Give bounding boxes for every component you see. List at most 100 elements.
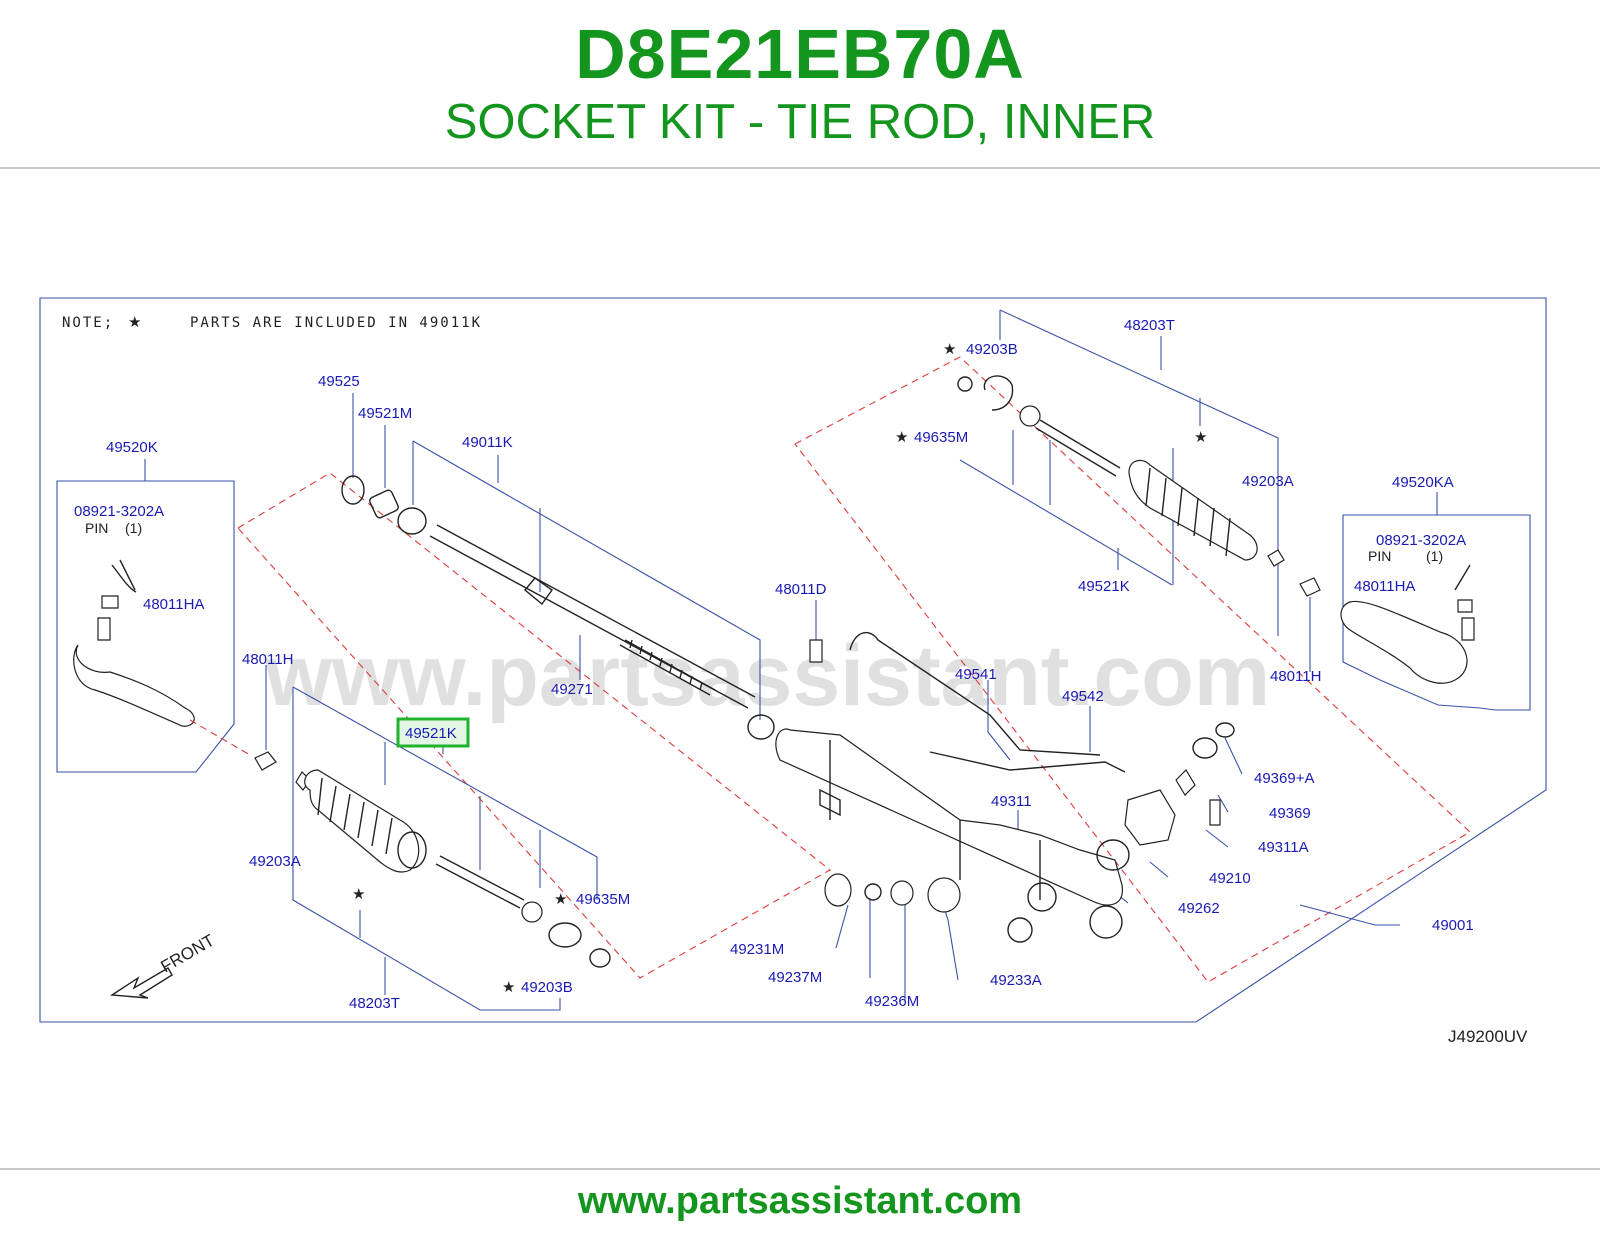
- boot-folds: [317, 777, 393, 855]
- callout-48011ha-right[interactable]: 48011HA: [1354, 578, 1415, 595]
- nut-48011h-right: [1299, 577, 1321, 597]
- callout-49521k-right[interactable]: 49521K: [1078, 578, 1130, 595]
- boot-left: [304, 769, 420, 873]
- callout-48011ha-left[interactable]: 48011HA: [143, 596, 204, 613]
- callout-49001[interactable]: 49001: [1432, 917, 1474, 934]
- rack-collar: [524, 577, 553, 606]
- front-label: FRONT: [158, 931, 218, 977]
- callout-49635m-left[interactable]: 49635M: [576, 891, 630, 908]
- callout-49520k[interactable]: 49520K: [106, 439, 158, 456]
- cotter-pin: [119, 559, 136, 591]
- front-arrow-icon: [109, 967, 173, 999]
- callout-49011k[interactable]: 49011K: [462, 434, 513, 451]
- callout-49237m[interactable]: 49237M: [768, 969, 822, 986]
- note-text: PARTS ARE INCLUDED IN 49011K: [190, 315, 482, 331]
- callout-49203b-left[interactable]: 49203B: [521, 979, 573, 996]
- bolt-49311a: [1209, 799, 1221, 826]
- callout-49203a-right[interactable]: 49203A: [1242, 473, 1294, 490]
- gear-housing-49311: [775, 728, 1123, 906]
- callout-49521m[interactable]: 49521M: [358, 405, 412, 422]
- locknut-49233a: [927, 877, 961, 913]
- washer-49203b-left: [589, 948, 611, 968]
- callout-49521k-left[interactable]: 49521K: [405, 725, 457, 742]
- boot-right: [1128, 459, 1258, 561]
- dashed-axis: [189, 719, 251, 756]
- callout-49541[interactable]: 49541: [955, 666, 997, 683]
- housing-port: [1007, 917, 1033, 943]
- note-star: ★: [128, 314, 141, 331]
- seal-ring: [747, 714, 775, 740]
- lock-washer-49635m-right: [983, 375, 1014, 411]
- valve-stem: [1175, 769, 1196, 796]
- callout-49203a-left[interactable]: 49203A: [249, 853, 301, 870]
- cotter-pin-loop: [111, 564, 137, 593]
- callout-49311[interactable]: 49311: [991, 793, 1032, 810]
- callout-49271[interactable]: 49271: [551, 681, 593, 698]
- footer-divider: [0, 1168, 1600, 1170]
- inner-tie-rod-right: [1035, 419, 1121, 477]
- callout-48203t-left[interactable]: 48203T: [349, 995, 400, 1012]
- callout-49525[interactable]: 49525: [318, 373, 360, 390]
- callout-49203b-right[interactable]: 49203B: [966, 341, 1018, 358]
- o-ring-49262: [1096, 839, 1130, 871]
- pipe-49542: [929, 751, 1126, 773]
- rack-teeth: [619, 639, 716, 696]
- bolt-48011d: [809, 639, 823, 663]
- callout-49542[interactable]: 49542: [1062, 688, 1104, 705]
- callout-49369a[interactable]: 49369+A: [1254, 770, 1314, 787]
- diagram-code: J49200UV: [1448, 1027, 1528, 1046]
- kit-outline-right: [794, 356, 1471, 983]
- footer-url[interactable]: www.partsassistant.com: [577, 1180, 1023, 1222]
- seal-49369a: [1215, 722, 1235, 738]
- nut-48011ha: [101, 595, 119, 609]
- note-prefix: NOTE;: [62, 315, 114, 331]
- pin-label-left: PIN: [85, 520, 108, 536]
- callout-08921-3202a-right[interactable]: 08921-3202A: [1376, 532, 1466, 549]
- seal-49236m: [890, 880, 914, 906]
- callout-48203t-right[interactable]: 48203T: [1124, 317, 1175, 334]
- callout-49311a[interactable]: 49311A: [1258, 839, 1309, 856]
- bushing-49521m: [369, 489, 399, 519]
- pin-label-right: PIN: [1368, 548, 1391, 564]
- bushing: [397, 507, 427, 535]
- seal-49237m: [864, 883, 882, 901]
- boot-mouth: [397, 831, 427, 869]
- washer-49203b-right: [957, 376, 973, 392]
- tie-rod-end-box-left: [56, 480, 235, 773]
- star-boot-right: ★: [1194, 429, 1207, 446]
- ball-joint-left: [521, 901, 543, 923]
- callout-49236m[interactable]: 49236M: [865, 993, 919, 1010]
- star-49203b-left: ★: [502, 979, 515, 996]
- inner-tie-rod-left: [435, 855, 525, 909]
- callout-49233a[interactable]: 49233A: [990, 972, 1042, 989]
- housing-port: [1089, 905, 1123, 939]
- lock-washer-49635m-left: [548, 922, 582, 948]
- highlight-box-49521k: [396, 717, 470, 748]
- nut-48011h-left: [254, 751, 277, 771]
- clip-49203a-right: [1267, 549, 1285, 567]
- callout-49262[interactable]: 49262: [1178, 900, 1220, 917]
- part-title: SOCKET KIT - TIE ROD, INNER: [444, 95, 1156, 149]
- callout-48011h-right[interactable]: 48011H: [1270, 668, 1321, 685]
- header-divider: [0, 167, 1600, 169]
- callout-49231m[interactable]: 49231M: [730, 941, 784, 958]
- ball-joint-right: [1019, 405, 1041, 427]
- bearing-49231m: [824, 873, 852, 907]
- pipe-49541: [849, 631, 1101, 756]
- callout-48011d[interactable]: 48011D: [775, 581, 827, 598]
- nut-48011ha-right: [1457, 599, 1473, 613]
- callout-49369[interactable]: 49369: [1269, 805, 1311, 822]
- callout-08921-3202a-left[interactable]: 08921-3202A: [74, 503, 164, 520]
- star-boot-left: ★: [352, 886, 365, 903]
- tie-rod-end-left: [73, 644, 195, 727]
- callout-49210[interactable]: 49210: [1209, 870, 1251, 887]
- callout-49635m-right[interactable]: 49635M: [914, 429, 968, 446]
- tie-rod-end-box-right: [1342, 514, 1531, 711]
- callout-48011h-left[interactable]: 48011H: [242, 651, 293, 668]
- callout-49520ka[interactable]: 49520KA: [1392, 474, 1454, 491]
- part-number: D8E21EB70A: [575, 15, 1025, 93]
- diagram-frame: [39, 297, 1547, 1023]
- seal-49369: [1192, 737, 1218, 759]
- leader-line: [835, 894, 959, 1000]
- tie-rod-end-stud: [97, 617, 111, 641]
